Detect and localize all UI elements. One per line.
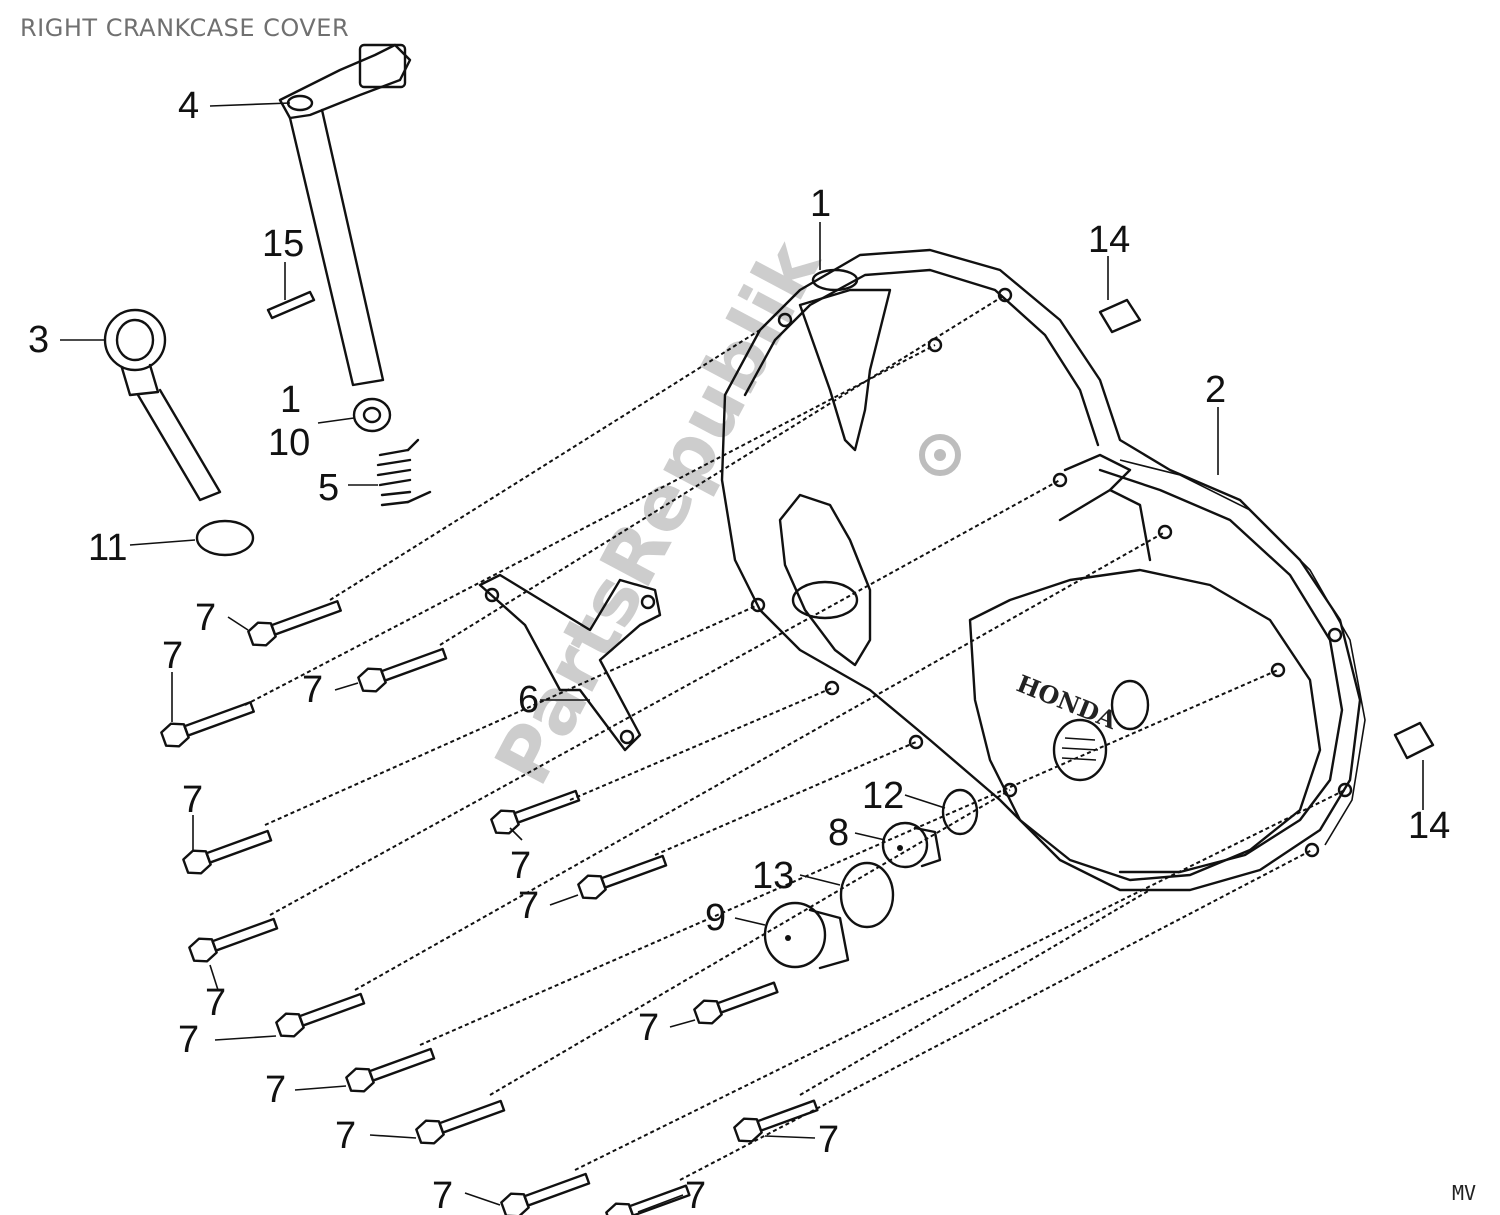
- callout-7: 7: [265, 1069, 286, 1111]
- callout-12: 12: [862, 775, 904, 817]
- bolt-group: [160, 595, 820, 1215]
- bolt[interactable]: [275, 987, 367, 1040]
- diagram-title: RIGHT CRANKCASE COVER: [20, 14, 350, 42]
- callout-7: 7: [510, 845, 531, 887]
- callout-9: 9: [705, 897, 726, 939]
- callout-6: 6: [518, 679, 539, 721]
- bolt[interactable]: [500, 1167, 592, 1215]
- callout-7: 7: [182, 779, 203, 821]
- callout-14-upper: 14: [1088, 219, 1130, 261]
- bolt[interactable]: [160, 696, 257, 751]
- o-ring-small[interactable]: [941, 788, 979, 836]
- callout-3: 3: [28, 319, 49, 361]
- crankshaft-hole-cap[interactable]: [763, 901, 850, 970]
- callout-7: 7: [685, 1175, 706, 1215]
- bolt[interactable]: [345, 1042, 437, 1095]
- shift-arm-shaft[interactable]: [278, 43, 412, 387]
- assembly-lines: [244, 294, 1346, 1181]
- callout-1: 1: [810, 183, 831, 225]
- callout-7: 7: [818, 1119, 839, 1161]
- callout-7: 7: [638, 1007, 659, 1049]
- bracket[interactable]: [478, 573, 662, 752]
- callout-7: 7: [518, 885, 539, 927]
- callout-1-shaft: 1: [280, 379, 301, 421]
- callout-7: 7: [432, 1175, 453, 1215]
- callout-4: 4: [178, 85, 199, 127]
- return-spring[interactable]: [376, 438, 432, 507]
- callout-leaders: [60, 102, 1424, 1213]
- callout-labels: 4 15 3 1 10 5 11 1 14 2 14 6 12 8 13 9 7…: [28, 85, 1450, 1215]
- timing-hole-cap[interactable]: [881, 821, 942, 869]
- callout-11: 11: [88, 527, 127, 569]
- callout-15: 15: [262, 223, 304, 265]
- bolt[interactable]: [577, 849, 669, 902]
- bolt[interactable]: [357, 642, 449, 695]
- oil-dipstick[interactable]: [103, 308, 222, 502]
- callout-7: 7: [178, 1019, 199, 1061]
- callout-8: 8: [828, 812, 849, 854]
- bolt[interactable]: [188, 912, 280, 965]
- callout-5: 5: [318, 467, 339, 509]
- callout-7: 7: [335, 1115, 356, 1157]
- bolt[interactable]: [605, 1179, 692, 1215]
- bolt[interactable]: [490, 784, 582, 837]
- callout-2: 2: [1205, 369, 1226, 411]
- bolt[interactable]: [247, 595, 344, 650]
- diagram-code: MV: [1452, 1181, 1476, 1205]
- callout-7: 7: [195, 597, 216, 639]
- washer[interactable]: [195, 519, 255, 557]
- gasket: [1119, 459, 1366, 846]
- bolt[interactable]: [693, 976, 780, 1027]
- callout-7: 7: [162, 635, 183, 677]
- callout-13: 13: [752, 855, 794, 897]
- callout-14-lower: 14: [1408, 805, 1450, 847]
- pin[interactable]: [266, 290, 316, 320]
- bolt[interactable]: [182, 824, 274, 877]
- dowel-pin-upper[interactable]: [1098, 298, 1142, 334]
- callout-7: 7: [205, 982, 226, 1024]
- bolt[interactable]: [415, 1094, 507, 1147]
- dowel-pin-lower[interactable]: [1393, 721, 1435, 760]
- callout-7: 7: [302, 669, 323, 711]
- bolt[interactable]: [733, 1094, 820, 1145]
- o-ring-large[interactable]: [839, 861, 895, 929]
- watermark-gear-icon: [919, 434, 961, 476]
- oil-seal[interactable]: [352, 397, 392, 433]
- callout-10: 10: [268, 422, 310, 464]
- crankcase-cover[interactable]: HONDA: [720, 248, 1362, 892]
